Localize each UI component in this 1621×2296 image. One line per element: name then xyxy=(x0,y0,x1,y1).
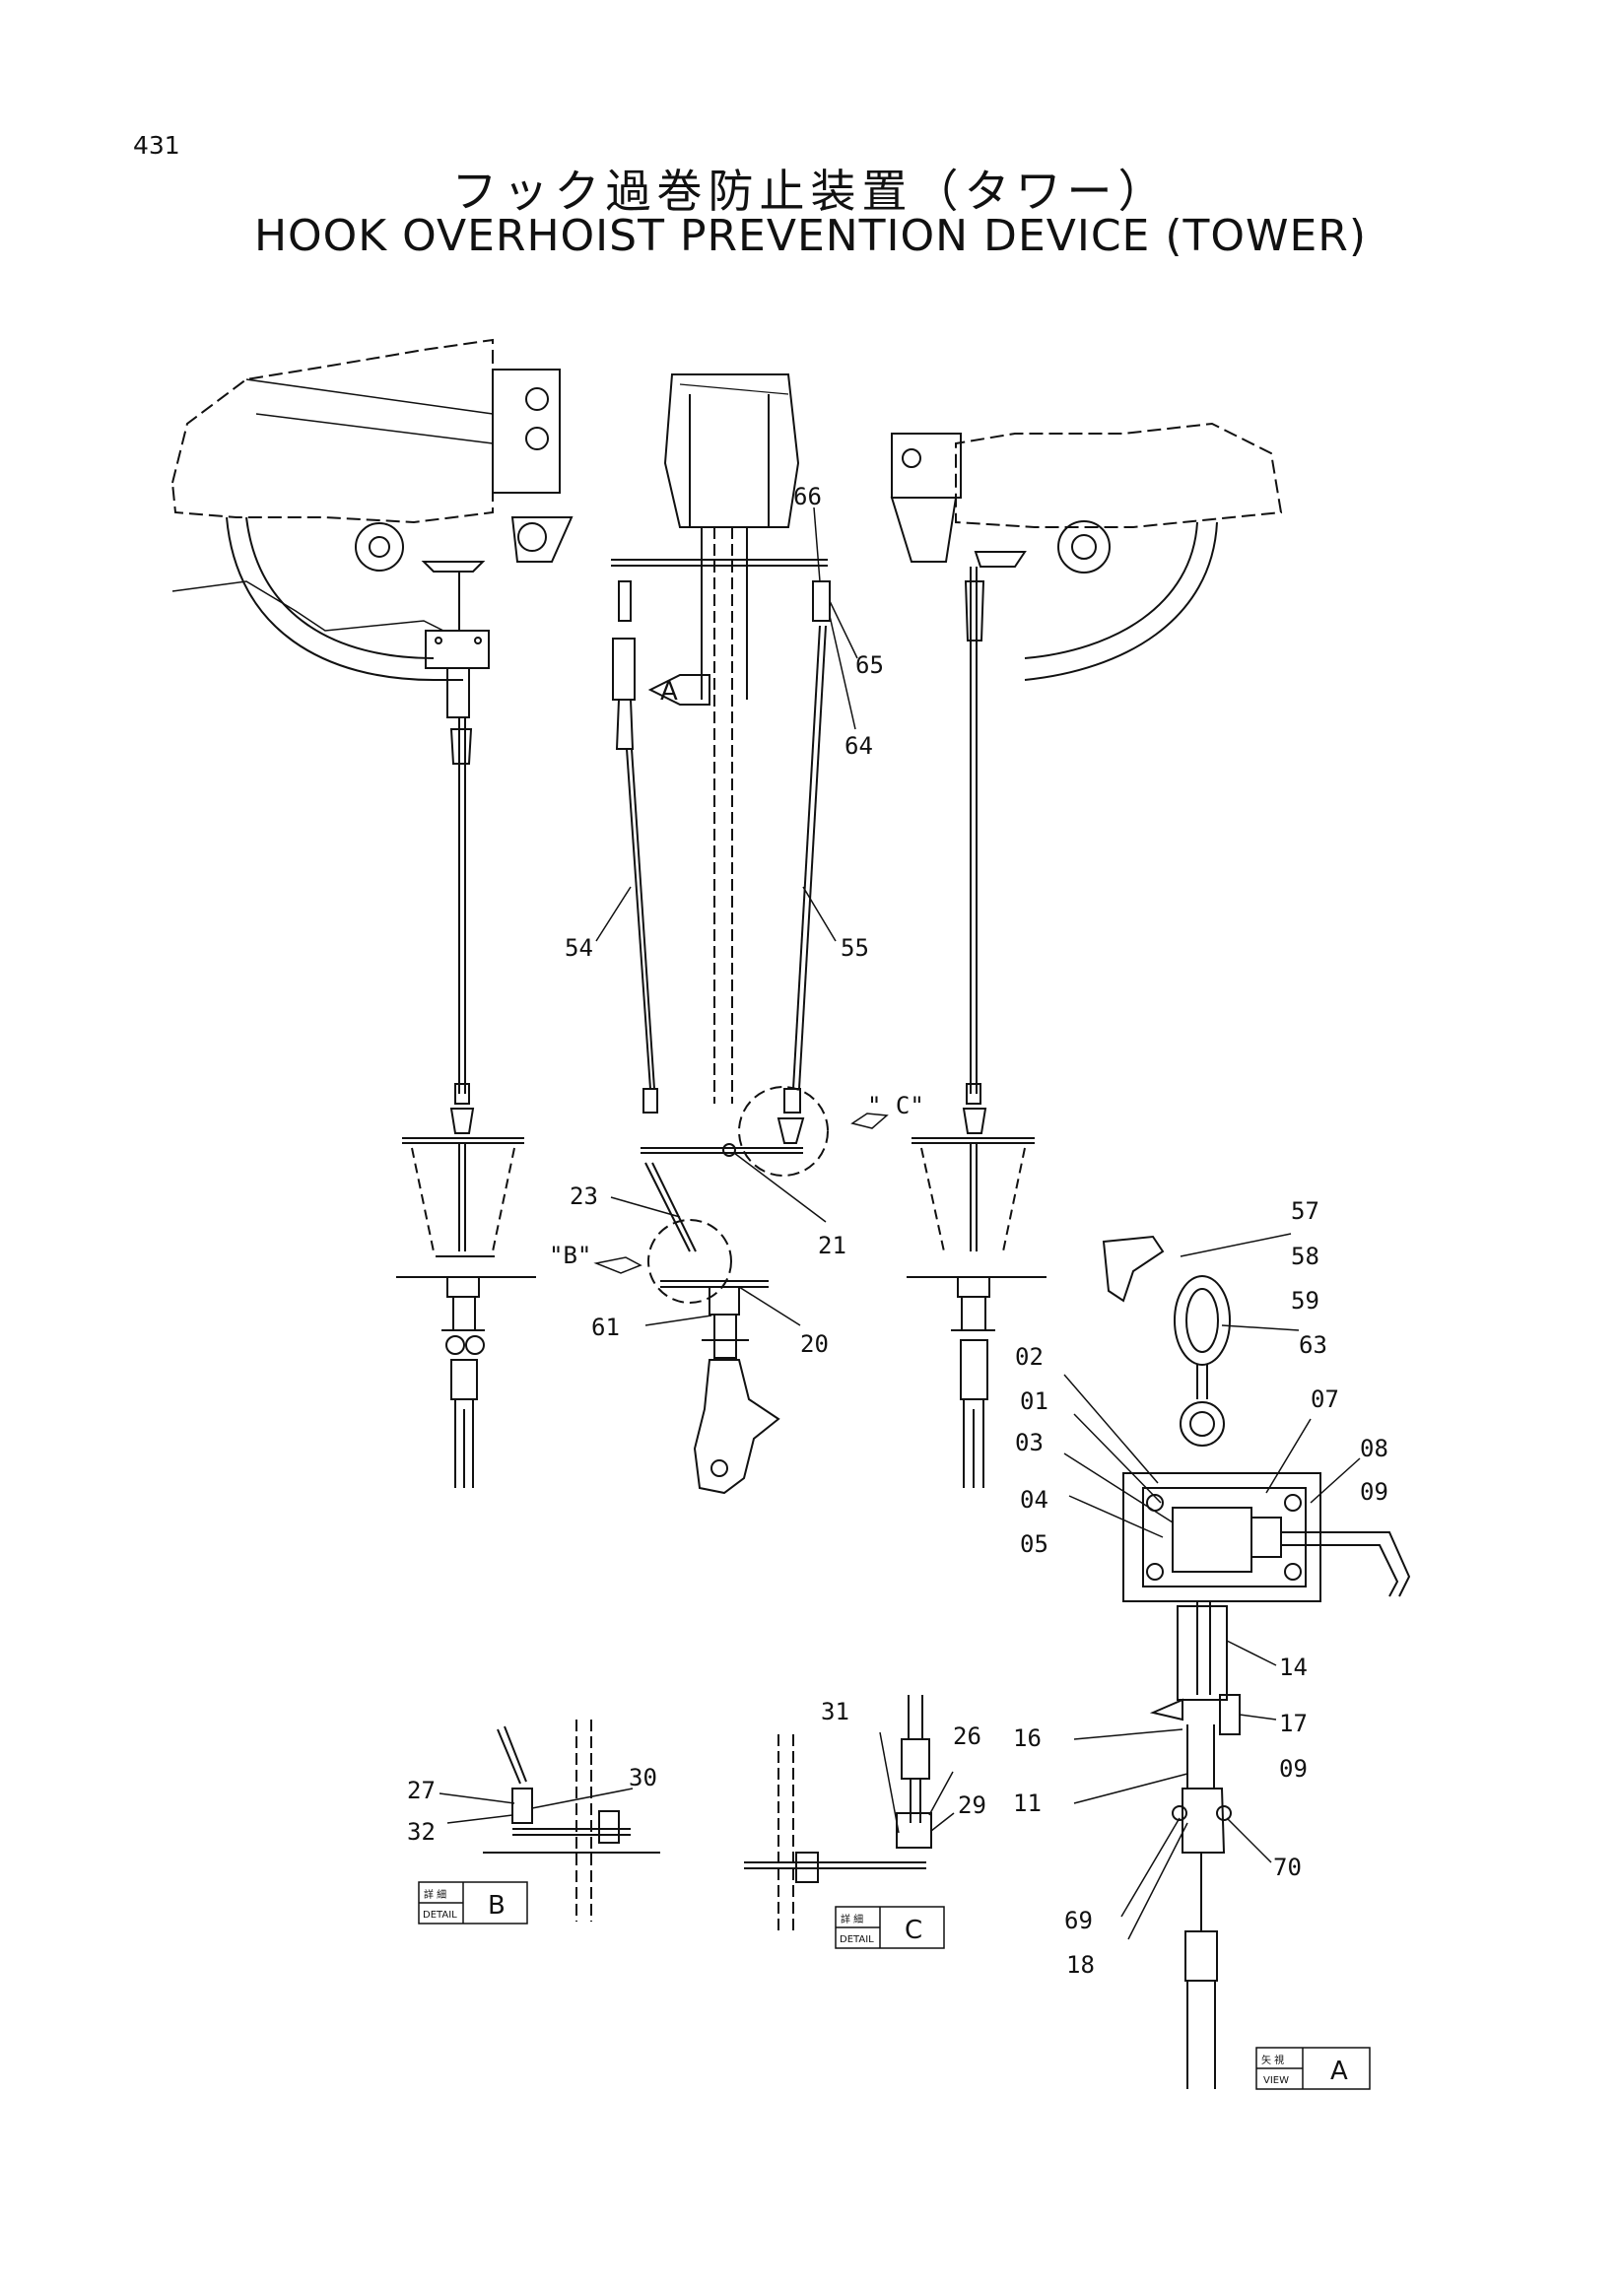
callout-08: 08 xyxy=(1360,1435,1388,1462)
callout-23: 23 xyxy=(570,1182,598,1210)
callout-labels: 66 65 64 54 55 23 21 61 20 57 58 59 63 0… xyxy=(407,483,1388,2086)
right-sheave-assembly xyxy=(890,422,1283,1488)
callout-61: 61 xyxy=(591,1314,620,1341)
callout-09-top: 09 xyxy=(1360,1478,1388,1506)
callout-63: 63 xyxy=(1299,1331,1327,1359)
callout-54: 54 xyxy=(565,934,593,962)
callout-30: 30 xyxy=(629,1764,657,1791)
callout-21: 21 xyxy=(818,1232,846,1259)
callout-02: 02 xyxy=(1015,1343,1044,1371)
detail-b-box xyxy=(418,1881,528,1925)
detail-b-kanji: 詳 細 xyxy=(424,1888,446,1901)
callout-16: 16 xyxy=(1013,1724,1042,1752)
callout-07: 07 xyxy=(1311,1385,1339,1413)
detail-c-box xyxy=(835,1906,945,1949)
callout-69: 69 xyxy=(1064,1907,1093,1934)
callout-59: 59 xyxy=(1291,1287,1319,1315)
callout-70: 70 xyxy=(1273,1854,1302,1881)
callout-04: 04 xyxy=(1020,1486,1048,1514)
view-a-kanji: 矢 視 xyxy=(1261,2054,1284,2066)
detail-c-word: DETAIL xyxy=(840,1934,874,1945)
view-a-letter: A xyxy=(1330,2057,1348,2086)
callout-26: 26 xyxy=(953,1722,981,1750)
title-japanese: フック過巻防止装置（タワー） xyxy=(451,165,1170,218)
view-a-arrow-label: A xyxy=(660,677,678,707)
detail-c-drawing xyxy=(744,1695,932,1931)
callout-31: 31 xyxy=(821,1698,849,1725)
view-a-word: VIEW xyxy=(1263,2075,1289,2086)
callout-11: 11 xyxy=(1013,1790,1042,1817)
callout-01: 01 xyxy=(1020,1387,1048,1415)
callout-05: 05 xyxy=(1020,1530,1048,1558)
left-sheave-assembly xyxy=(170,338,574,1488)
detail-b-reference: "B" xyxy=(549,1242,591,1269)
callout-64: 64 xyxy=(844,732,873,760)
callout-57: 57 xyxy=(1291,1197,1319,1225)
title-english: HOOK OVERHOIST PREVENTION DEVICE (TOWER) xyxy=(253,211,1368,261)
callout-58: 58 xyxy=(1291,1243,1319,1270)
detail-c-letter: C xyxy=(905,1916,922,1945)
callout-18: 18 xyxy=(1066,1951,1095,1979)
detail-c-reference: " C" xyxy=(867,1092,924,1119)
page-number: 431 xyxy=(133,131,180,160)
callout-32: 32 xyxy=(407,1818,436,1846)
detail-b-letter: B xyxy=(488,1891,506,1921)
view-a-detail xyxy=(1102,1235,1411,2089)
callout-29: 29 xyxy=(958,1791,986,1819)
center-boom-assembly xyxy=(611,373,831,1495)
callout-14: 14 xyxy=(1279,1654,1308,1681)
detail-b-word: DETAIL xyxy=(423,1910,457,1921)
view-a-box xyxy=(1255,2047,1371,2090)
detail-c-kanji: 詳 細 xyxy=(841,1913,863,1925)
leader-lines xyxy=(439,506,1361,1940)
callout-09-bottom: 09 xyxy=(1279,1755,1308,1783)
callout-20: 20 xyxy=(800,1330,829,1358)
callout-03: 03 xyxy=(1015,1429,1044,1456)
callout-27: 27 xyxy=(407,1777,436,1804)
detail-b-drawing xyxy=(483,1720,660,1922)
callout-65: 65 xyxy=(855,651,884,679)
callout-55: 55 xyxy=(841,934,869,962)
callout-17: 17 xyxy=(1279,1710,1308,1737)
callout-66: 66 xyxy=(793,483,822,510)
